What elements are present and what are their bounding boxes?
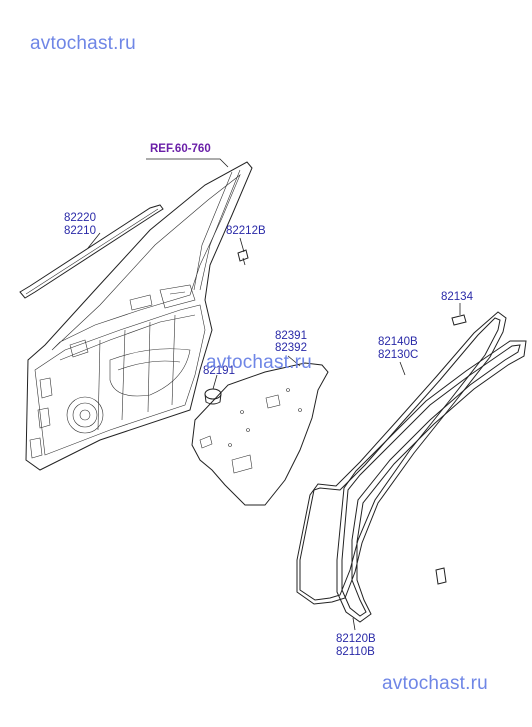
label-82210: 82210 — [64, 225, 96, 237]
clip-82212B — [237, 249, 249, 266]
label-82391: 82391 — [275, 330, 307, 342]
leader-lines — [87, 158, 461, 631]
watermark-middle: avtochast.ru — [206, 352, 312, 373]
label-82134: 82134 — [441, 291, 474, 303]
label-82140B: 82140B — [378, 336, 418, 348]
front-door-panel — [25, 161, 253, 471]
door-weatherstrip-inner — [336, 340, 527, 623]
fastener-82191 — [204, 388, 222, 405]
watermark-bottom: avtochast.ru — [382, 673, 488, 694]
beltline-weatherstrip — [19, 204, 164, 299]
door-trim-sheet — [191, 362, 329, 506]
label-82191: 82191 — [203, 365, 235, 377]
label-82120B: 82120B — [336, 633, 376, 645]
label-82130C: 82130C — [378, 349, 418, 361]
clip-82134 — [451, 314, 467, 326]
label-82392: 82392 — [275, 342, 307, 354]
label-82110B: 82110B — [336, 646, 375, 658]
reference-label: REF.60-760 — [150, 143, 211, 155]
watermark-top: avtochast.ru — [30, 33, 136, 54]
label-82212B: 82212B — [226, 225, 266, 237]
label-82220: 82220 — [64, 212, 96, 224]
